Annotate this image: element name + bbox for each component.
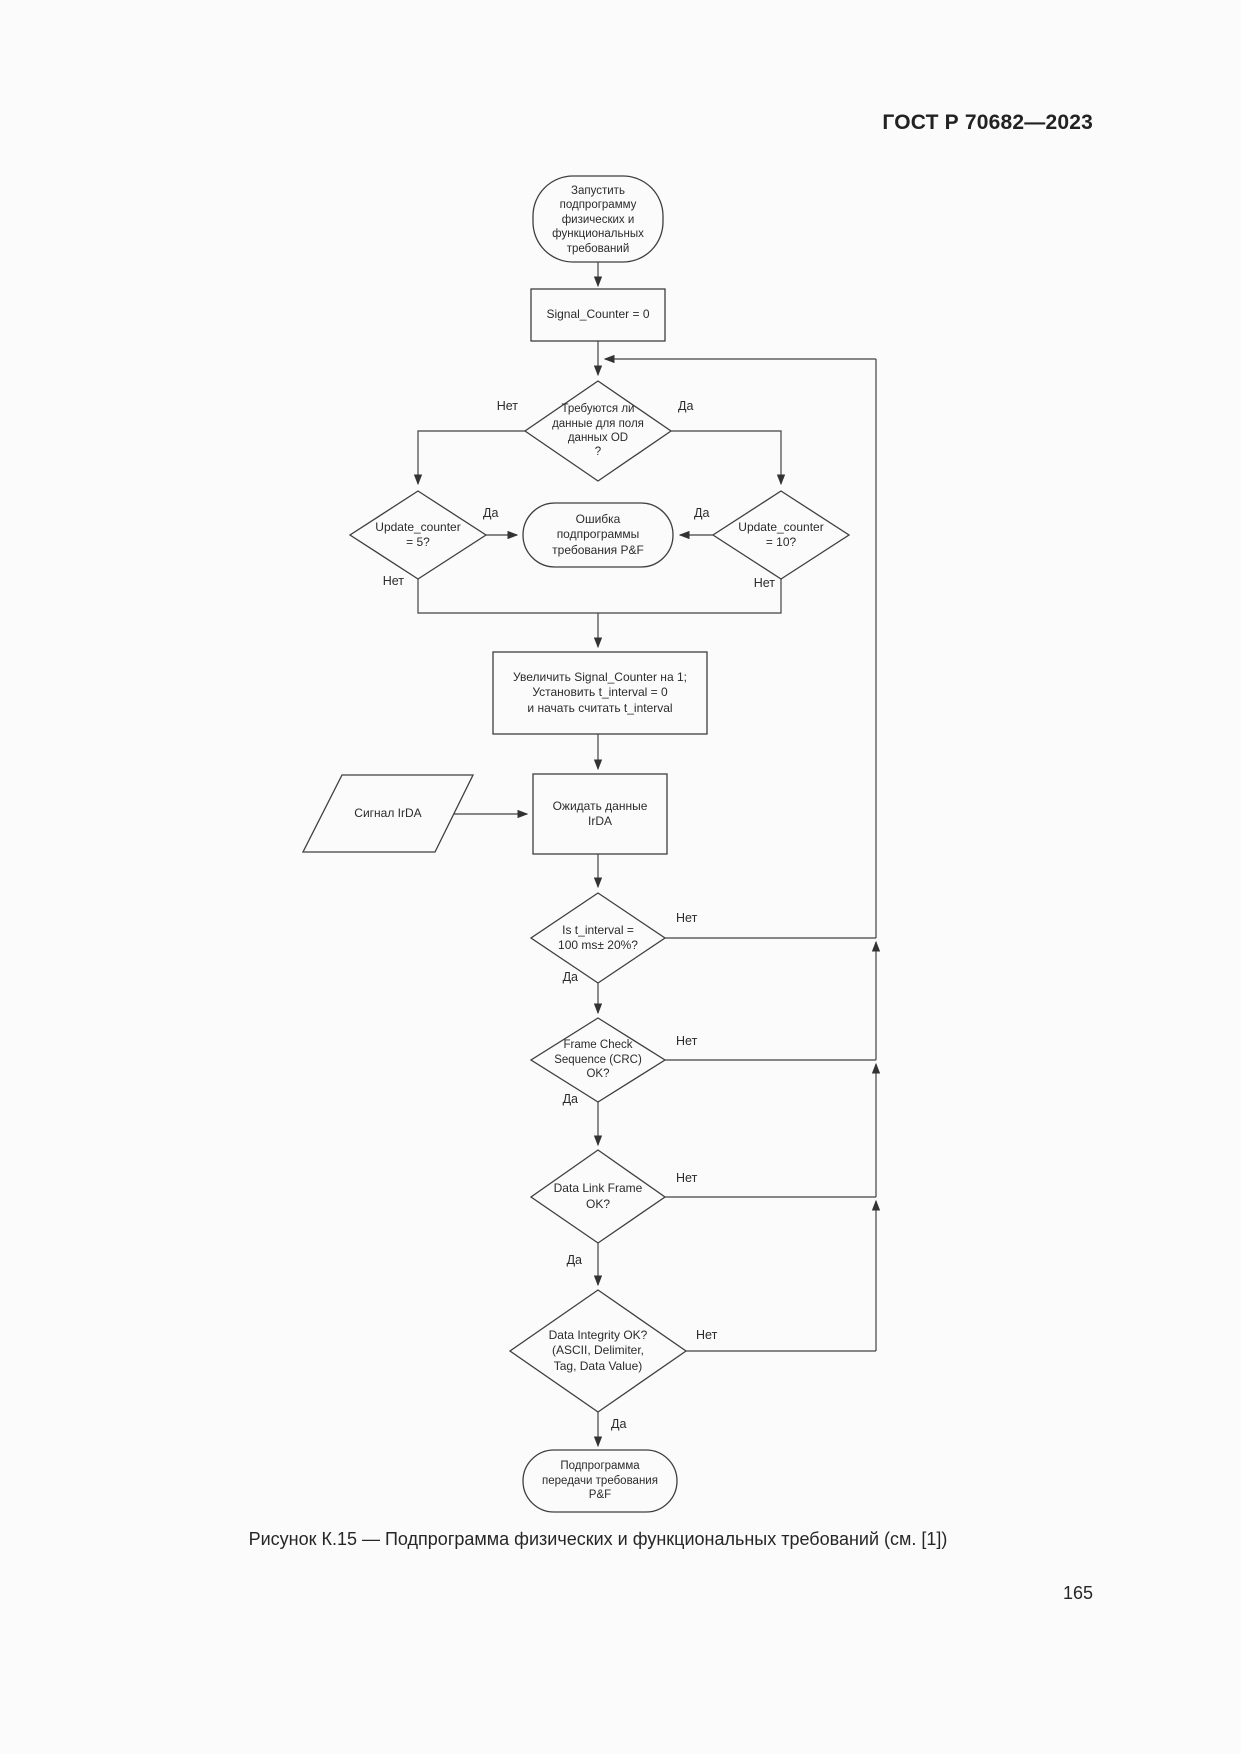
flowchart-nodes bbox=[301, 175, 851, 1513]
pf-error-terminator-shape bbox=[522, 502, 674, 568]
edge-label-integrity-yes: Да bbox=[611, 1417, 627, 1431]
edge-label-update5-yes: Да bbox=[483, 506, 499, 520]
edge-label-datalink-yes: Да bbox=[566, 1253, 582, 1267]
data-integrity-label: Data Integrity OK? (ASCII, Delimiter, Ta… bbox=[548, 1328, 648, 1373]
update-counter-5-decision-shape bbox=[348, 490, 488, 580]
od-request-decision-shape bbox=[523, 380, 673, 482]
edge-label-tinterval-no: Нет bbox=[676, 911, 698, 925]
edge-label-datalink-no: Нет bbox=[676, 1171, 698, 1185]
irda-signal-label: Сигнал IrDA bbox=[354, 805, 422, 820]
end-terminator-label: Подпрограмма передачи требования P&F bbox=[542, 1460, 658, 1502]
data-link-label: Data Link Frame OK? bbox=[553, 1181, 643, 1211]
od-request-label: Требуются ли данные для поля данных OD ? bbox=[552, 403, 644, 459]
data-link-decision-shape bbox=[529, 1149, 667, 1244]
edge-od-yes bbox=[671, 430, 786, 486]
increment-label: Увеличить Signal_Counter на 1; Установит… bbox=[513, 670, 687, 715]
edge-label-framecheck-no: Нет bbox=[676, 1034, 698, 1048]
edge-label-tinterval-yes: Да bbox=[562, 970, 578, 984]
start-terminator-label: Запустить подпрограмму физических и функ… bbox=[552, 184, 644, 255]
start-terminator-shape bbox=[532, 175, 664, 263]
data-integrity-decision-shape bbox=[508, 1289, 688, 1413]
frame-check-decision-shape bbox=[529, 1017, 667, 1103]
signal-counter-label: Signal_Counter = 0 bbox=[546, 307, 650, 322]
irda-signal-io-shape bbox=[301, 774, 475, 853]
frame-check-label: Frame Check Sequence (CRC) OK? bbox=[554, 1039, 642, 1081]
increment-process-shape bbox=[492, 651, 708, 735]
end-terminator-shape bbox=[522, 1449, 678, 1513]
edge-label-update10-no: Нет bbox=[753, 576, 775, 590]
edge-od-no bbox=[413, 430, 525, 486]
edge-label-update5-no: Нет bbox=[382, 574, 404, 588]
update-counter-10-label: Update_counter = 10? bbox=[738, 519, 824, 549]
signal-counter-process-shape bbox=[530, 288, 666, 342]
wait-irda-process-shape bbox=[532, 773, 668, 855]
update-counter-5-label: Update_counter = 5? bbox=[375, 519, 461, 549]
update-counter-10-decision-shape bbox=[711, 490, 851, 580]
edge-label-framecheck-yes: Да bbox=[562, 1092, 578, 1106]
edge-no-join bbox=[417, 579, 782, 614]
figure-caption: Рисунок К.15 — Подпрограмма физических и… bbox=[248, 1529, 948, 1549]
edge-label-od-yes: Да bbox=[678, 399, 694, 413]
edge-label-update10-yes: Да bbox=[694, 506, 710, 520]
edge-label-integrity-no: Нет bbox=[696, 1328, 718, 1342]
pf-error-label: Ошибка подпрограммы требования P&F bbox=[552, 512, 644, 557]
edge-label-od-no: Нет bbox=[496, 399, 518, 413]
document-header: ГОСТ Р 70682—2023 bbox=[882, 111, 1093, 134]
page-number: 165 bbox=[1062, 1583, 1093, 1603]
t-interval-label: Is t_interval = 100 ms± 20%? bbox=[558, 922, 638, 952]
flowchart-connectors bbox=[413, 262, 881, 1448]
t-interval-decision-shape bbox=[529, 892, 667, 984]
wait-irda-label: Ожидать данные IrDA bbox=[552, 798, 648, 828]
